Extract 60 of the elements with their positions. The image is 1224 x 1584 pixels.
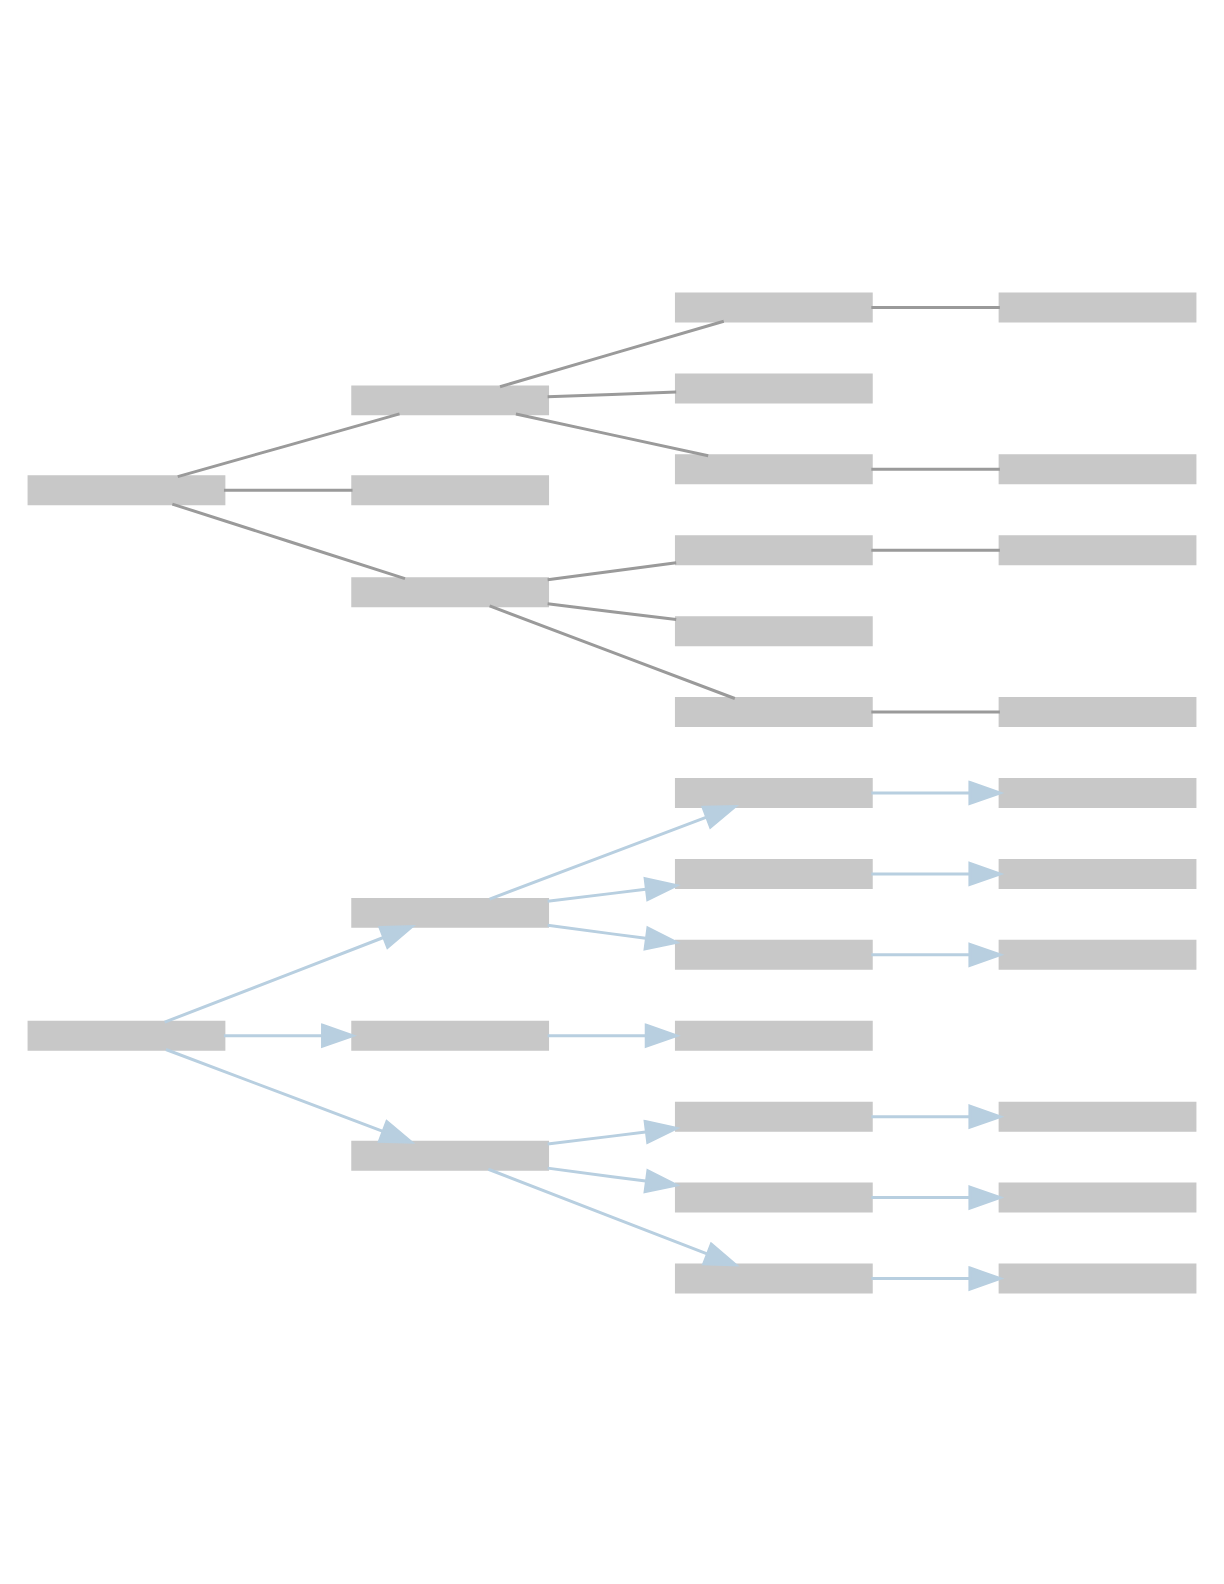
arrow (547, 1022, 681, 1048)
node-bar (351, 474, 550, 505)
node-bar (998, 1100, 1197, 1131)
arrow (487, 1166, 740, 1266)
node-bar (27, 474, 226, 505)
connector (871, 466, 1000, 470)
arrow (223, 1022, 358, 1048)
node-bar (998, 291, 1197, 322)
node-bar (674, 1181, 873, 1212)
node-bar (998, 534, 1197, 565)
node-bar (674, 696, 873, 727)
connector (515, 411, 709, 457)
node-bar (674, 1262, 873, 1293)
connector (871, 709, 1000, 713)
node-bar (674, 1100, 873, 1131)
arrow (165, 1047, 416, 1143)
connector (171, 501, 406, 580)
connector (547, 560, 677, 581)
connector (223, 487, 353, 491)
node-bar (351, 576, 550, 607)
connector (177, 411, 400, 478)
arrow (547, 875, 681, 902)
node-bar (351, 896, 550, 927)
node-bar (351, 1139, 550, 1170)
node-bar (351, 384, 550, 415)
node-bar (998, 1181, 1197, 1212)
node-bar (674, 777, 873, 807)
node-bar (998, 777, 1197, 807)
node-bar (674, 291, 873, 322)
arrow (489, 803, 740, 900)
arrow (871, 1184, 1005, 1210)
node-bar (998, 938, 1197, 969)
node-bar (351, 1019, 550, 1050)
node-bar (674, 857, 873, 888)
connector (871, 305, 1000, 308)
arrow (871, 1103, 1005, 1129)
connector (489, 603, 736, 699)
arrow (547, 922, 681, 950)
node-bar (998, 696, 1197, 727)
arrow (164, 923, 417, 1023)
node-bar (998, 857, 1197, 888)
node-bar (674, 615, 873, 646)
connector (499, 318, 725, 388)
arrow (871, 1264, 1005, 1291)
node-bar (674, 372, 873, 403)
connector (547, 389, 677, 398)
node-bar (674, 1019, 873, 1050)
node-bar (998, 453, 1197, 484)
arrow (547, 1118, 681, 1145)
arrow (871, 779, 1005, 805)
arrow (871, 860, 1005, 886)
node-bar (674, 453, 873, 484)
node-bar (998, 1262, 1197, 1293)
connector (547, 601, 677, 621)
connector (871, 547, 1000, 551)
node-bar (674, 938, 873, 969)
arrow (871, 941, 1005, 967)
node-bar (674, 534, 873, 565)
node-bar (27, 1019, 226, 1050)
arrow (547, 1165, 681, 1193)
